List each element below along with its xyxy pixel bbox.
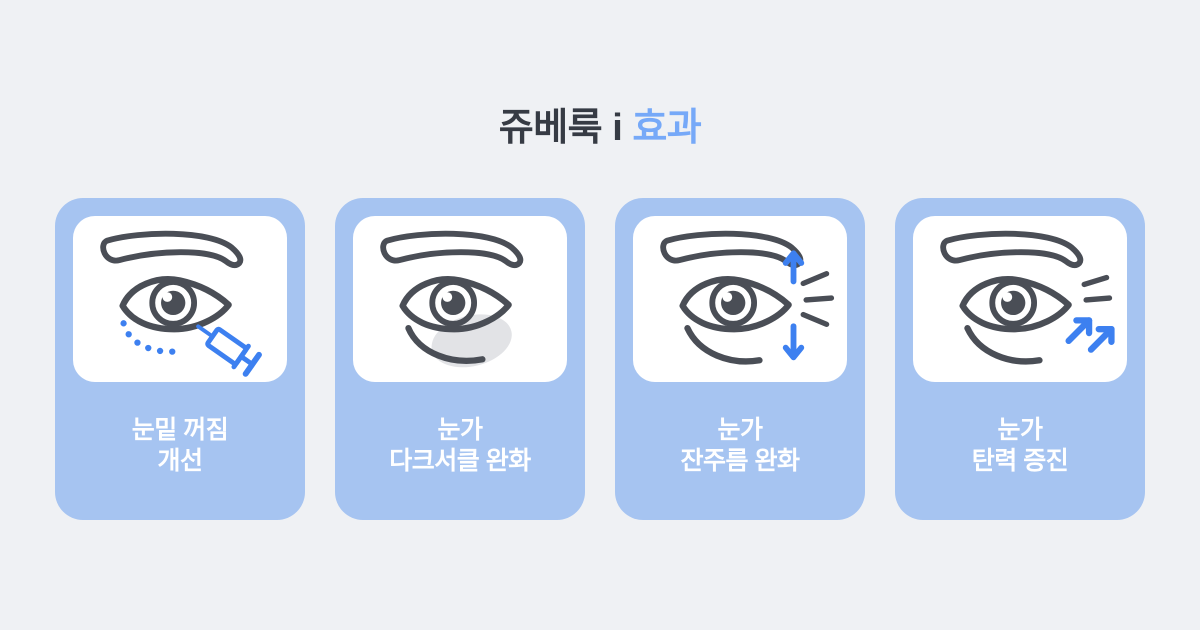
card-label: 눈가 다크서클 완화 [335, 415, 585, 477]
card-label-line2: 다크서클 완화 [389, 447, 531, 475]
card-label-line2: 잔주름 완화 [680, 447, 800, 475]
card-illustration-panel [73, 216, 287, 382]
card-elasticity: 눈가 탄력 증진 [895, 198, 1145, 520]
card-label-line1: 눈가 [997, 416, 1043, 444]
page-title-highlight: 효과 [632, 107, 702, 149]
card-label: 눈밑 꺼짐 개선 [55, 415, 305, 477]
card-undereye-hollowness: 눈밑 꺼짐 개선 [55, 198, 305, 520]
card-dark-circle: 눈가 다크서클 완화 [335, 198, 585, 520]
card-label: 눈가 탄력 증진 [895, 415, 1145, 477]
eye-dark-circle-icon [380, 230, 524, 368]
eye-elasticity-arrows-icon [940, 230, 1115, 365]
card-label-line1: 눈가 [437, 416, 483, 444]
page-title: 쥬베룩 i 효과 [0, 106, 1200, 150]
card-label-line1: 눈밑 꺼짐 [131, 416, 229, 444]
card-label-line2: 탄력 증진 [971, 447, 1069, 475]
card-illustration-panel [633, 216, 847, 382]
card-label: 눈가 잔주름 완화 [615, 415, 865, 477]
card-illustration-panel [913, 216, 1127, 382]
eye-wrinkle-arrows-icon [660, 230, 835, 365]
effects-cards-row: 눈밑 꺼짐 개선 [0, 198, 1200, 520]
page-title-prefix: 쥬베룩 i [498, 107, 633, 149]
card-label-line2: 개선 [157, 447, 203, 475]
card-label-line1: 눈가 [717, 416, 763, 444]
eye-syringe-icon [100, 230, 262, 377]
card-fine-wrinkles: 눈가 잔주름 완화 [615, 198, 865, 520]
card-illustration-panel [353, 216, 567, 382]
